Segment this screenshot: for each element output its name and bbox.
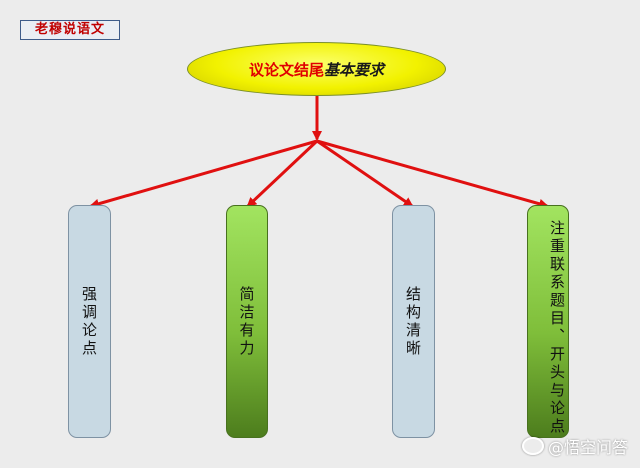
item-box-1: 强调论点 — [68, 205, 111, 438]
watermark-text: @悟空问答 — [547, 438, 628, 457]
item-box-2: 简洁有力 — [226, 205, 268, 438]
arrow-to-item-4 — [316, 139, 549, 209]
arrow-to-item-1 — [89, 139, 318, 209]
root-title-red: 议论文结尾 — [248, 60, 324, 79]
author-badge: 老穆说语文 — [20, 20, 120, 40]
arrow-to-item-2 — [246, 139, 319, 208]
item-box-4: 注重联系题目、开头与论点 — [527, 205, 569, 438]
speech-bubble-icon — [521, 437, 544, 455]
watermark: @悟空问答 — [521, 434, 628, 458]
item-box-3: 结构清晰 — [392, 205, 435, 438]
root-title-dark: 基本要求 — [324, 60, 385, 79]
arrow-to-item-3 — [316, 139, 414, 208]
root-node: 议论文结尾基本要求 — [187, 42, 446, 96]
